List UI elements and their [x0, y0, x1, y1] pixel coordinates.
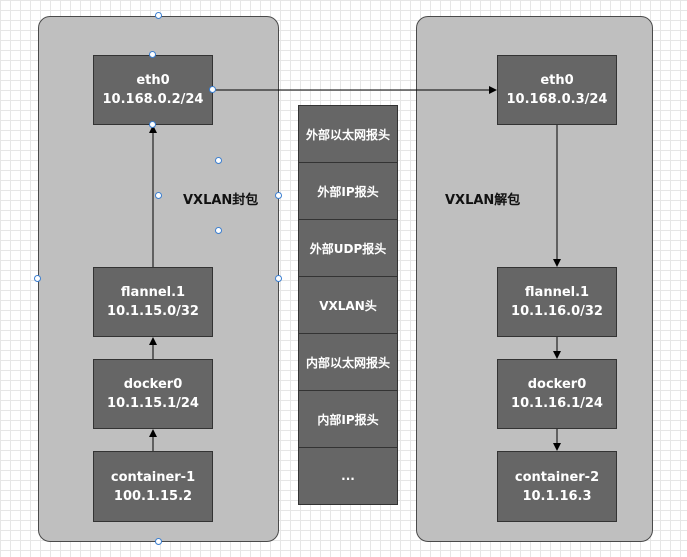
- packet-layer: 外部IP报头: [298, 162, 398, 220]
- left-flannel-ip: 10.1.15.0/32: [107, 304, 199, 319]
- left-container-node: container-1 100.1.15.2: [93, 451, 213, 522]
- right-docker-node: docker0 10.1.16.1/24: [497, 359, 617, 429]
- left-docker-node: docker0 10.1.15.1/24: [93, 359, 213, 429]
- resize-handle-right[interactable]: [275, 275, 282, 282]
- resize-handle-bottom[interactable]: [155, 538, 162, 545]
- right-flannel-name: flannel.1: [524, 285, 590, 300]
- right-container-name: container-2: [514, 469, 600, 485]
- packet-layer: VXLAN头: [298, 276, 398, 334]
- left-flannel-name: flannel.1: [120, 285, 186, 300]
- resize-handle-top[interactable]: [155, 12, 162, 19]
- connector-handle-label-right[interactable]: [275, 192, 282, 199]
- packet-layer: 内部IP报头: [298, 390, 398, 448]
- left-container-name: container-1: [110, 469, 196, 485]
- left-docker-name: docker0: [123, 377, 183, 392]
- right-flannel-node: flannel.1 10.1.16.0/32: [497, 267, 617, 337]
- left-docker-ip: 10.1.15.1/24: [107, 396, 199, 411]
- connector-handle-eth0-right[interactable]: [209, 86, 216, 93]
- vxlan-decap-label: VXLAN解包: [445, 193, 521, 208]
- vxlan-encap-label: VXLAN封包: [183, 193, 259, 208]
- right-container-node: container-2 10.1.16.3: [497, 451, 617, 522]
- right-flannel-ip: 10.1.16.0/32: [511, 304, 603, 319]
- packet-layer: 内部以太网报头: [298, 333, 398, 391]
- right-docker-name: docker0: [527, 377, 587, 392]
- right-eth0-node: eth0 10.168.0.3/24: [497, 55, 617, 125]
- right-docker-ip: 10.1.16.1/24: [511, 396, 603, 411]
- connector-handle-eth0-bottom[interactable]: [149, 121, 156, 128]
- right-container-ip: 10.1.16.3: [522, 488, 592, 504]
- connector-handle-eth0-top[interactable]: [149, 51, 156, 58]
- packet-layer: 外部UDP报头: [298, 219, 398, 277]
- connector-handle-label-top[interactable]: [215, 157, 222, 164]
- left-eth0-name: eth0: [136, 73, 170, 88]
- left-container-ip: 100.1.15.2: [113, 488, 193, 504]
- packet-layer: 外部以太网报头: [298, 105, 398, 163]
- right-eth0-ip: 10.168.0.3/24: [506, 92, 608, 107]
- resize-handle-left[interactable]: [34, 275, 41, 282]
- connector-handle-label-left[interactable]: [155, 192, 162, 199]
- right-eth0-name: eth0: [540, 73, 574, 88]
- packet-layer: ...: [298, 447, 398, 505]
- left-flannel-node: flannel.1 10.1.15.0/32: [93, 267, 213, 337]
- left-eth0-ip: 10.168.0.2/24: [102, 92, 204, 107]
- connector-handle-label-bottom[interactable]: [215, 227, 222, 234]
